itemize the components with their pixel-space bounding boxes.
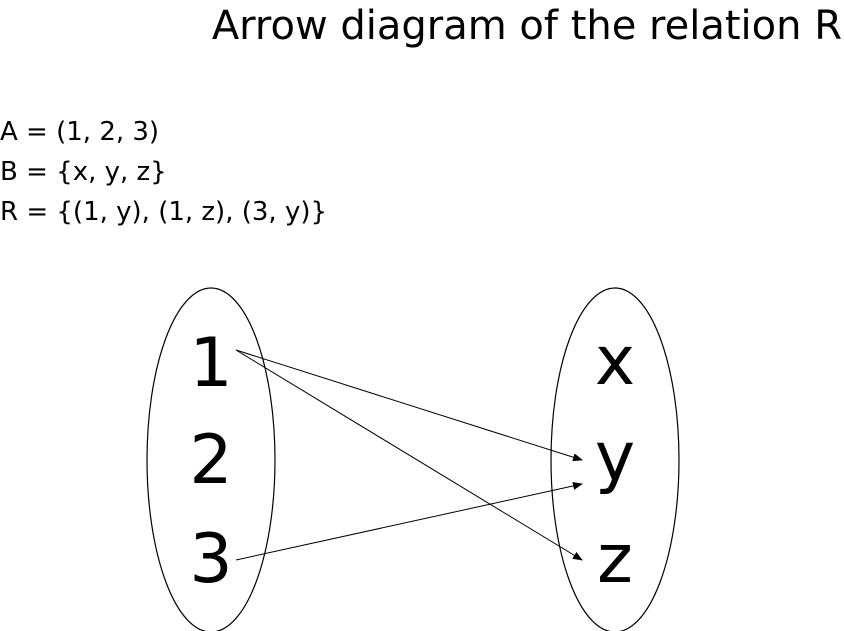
- relation-arrows: [235, 349, 583, 561]
- arrow-3-to-y: [235, 482, 583, 561]
- domain-set-oval: [146, 287, 276, 631]
- set-a-definition: A = (1, 2, 3): [0, 117, 160, 147]
- diagram-title: Arrow diagram of the relation R: [211, 3, 842, 49]
- relation-definition: R = {(1, y), (1, z), (3, y)}: [0, 197, 328, 227]
- codomain-set-oval: [550, 287, 680, 631]
- set-definitions: A = (1, 2, 3) B = {x, y, z} R = {(1, y),…: [0, 112, 327, 232]
- domain-element-3: 3: [189, 520, 232, 599]
- arrow-1-to-y: [235, 349, 583, 462]
- set-b-definition: B = {x, y, z}: [0, 157, 167, 187]
- codomain-element-y: y: [595, 418, 635, 497]
- codomain-element-z: z: [597, 520, 633, 599]
- codomain-element-x: x: [595, 322, 635, 401]
- arrow-1-to-z: [235, 349, 583, 561]
- domain-element-2: 2: [189, 421, 232, 500]
- domain-element-1: 1: [189, 324, 232, 403]
